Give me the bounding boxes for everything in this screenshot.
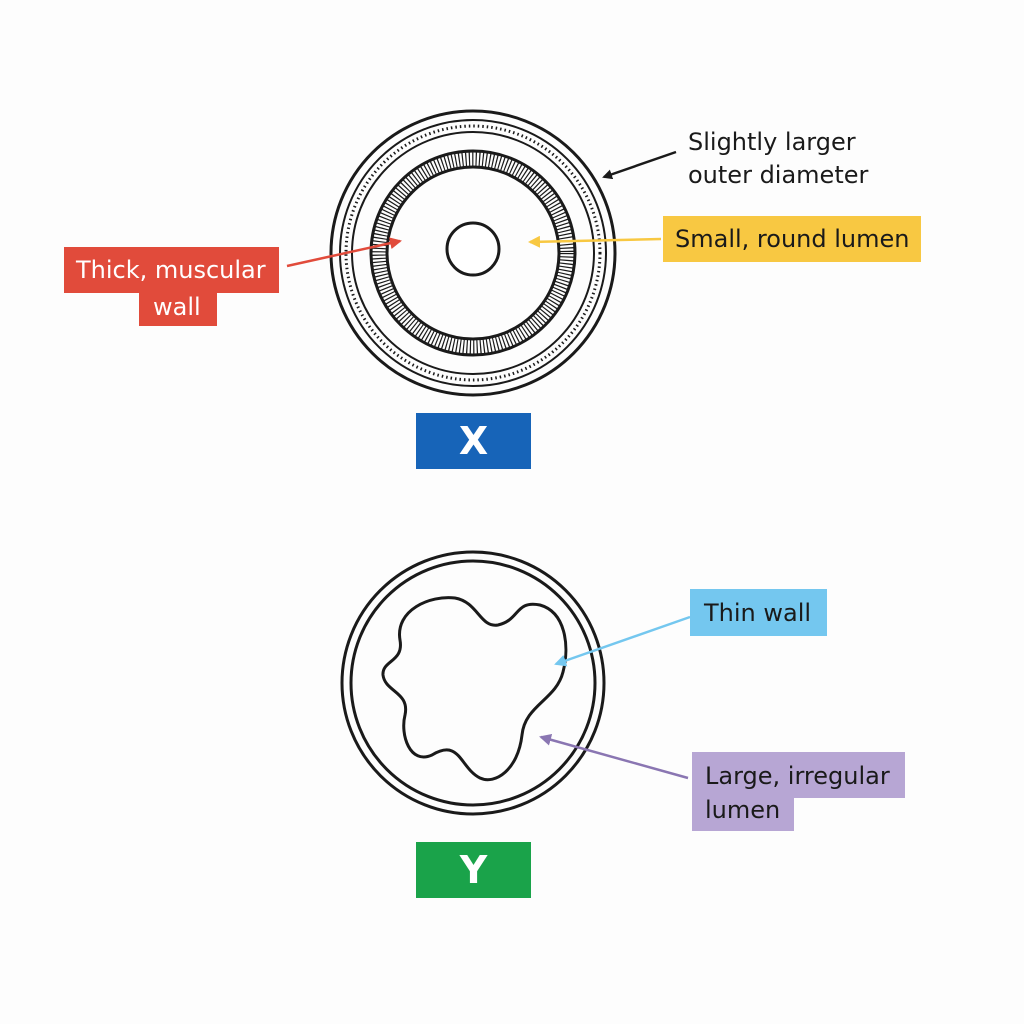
large-lumen-arrow <box>539 733 689 780</box>
thick-wall-arrow <box>286 237 402 268</box>
large-lumen-label-line1: Large, irregular <box>692 752 905 798</box>
outer-diameter-label-line1: Slightly larger <box>688 128 856 156</box>
outer-diameter-arrow <box>602 150 677 180</box>
vessel-x-muscle-layer <box>372 152 574 354</box>
thin-wall-arrow <box>554 615 691 667</box>
thin-wall-label: Thin wall <box>690 589 827 636</box>
outer-diameter-label-line2: outer diameter <box>688 161 869 189</box>
vessel-y-irregular-lumen <box>381 596 568 782</box>
small-lumen-arrow <box>528 235 662 248</box>
large-lumen-label-line2: lumen <box>692 795 794 831</box>
vessel-y-inner-ring <box>349 559 597 807</box>
vessel-y-badge: Y <box>416 842 531 898</box>
thick-wall-label-line2: wall <box>139 290 217 326</box>
vessel-y-cross-section <box>340 550 606 816</box>
vessel-x-third-ring <box>351 131 595 375</box>
vessel-x-muscle-inner-edge <box>385 165 561 341</box>
vessel-x-muscle-outer-edge <box>369 149 577 357</box>
vessel-x-lumen <box>445 221 501 277</box>
vessel-x-badge: X <box>416 413 531 469</box>
vessel-x-outer-ring <box>329 109 617 397</box>
small-lumen-label: Small, round lumen <box>663 216 921 262</box>
thick-wall-label-line1: Thick, muscular <box>64 247 279 293</box>
outer-diameter-label: Slightly larger outer diameter <box>688 126 868 192</box>
vessel-x-dotted-ring <box>344 124 602 382</box>
vessel-y-outer-ring <box>340 550 606 816</box>
vessel-x-cross-section <box>329 109 617 397</box>
